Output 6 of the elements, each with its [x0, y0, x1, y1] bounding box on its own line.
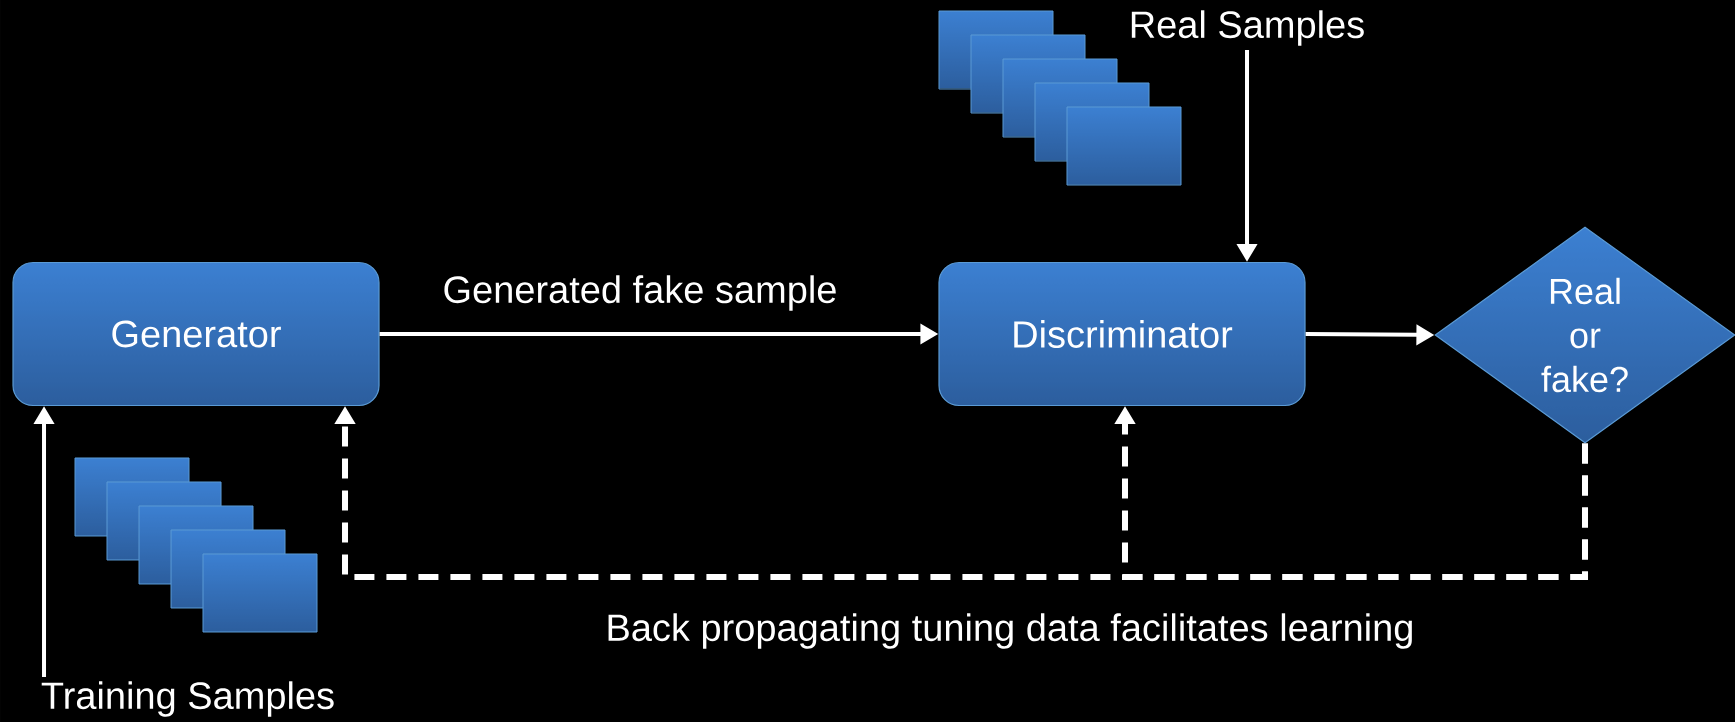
sample-label: Training Samples — [41, 681, 334, 717]
process-box: Generator — [12, 261, 380, 407]
process-box: Discriminator — [938, 261, 1306, 407]
sample-label: Real Samples — [1131, 10, 1364, 46]
edge-label: Generated fake sample — [438, 271, 842, 315]
caption-text: Back propagating tuning data facilitates learning — [608, 613, 1412, 649]
